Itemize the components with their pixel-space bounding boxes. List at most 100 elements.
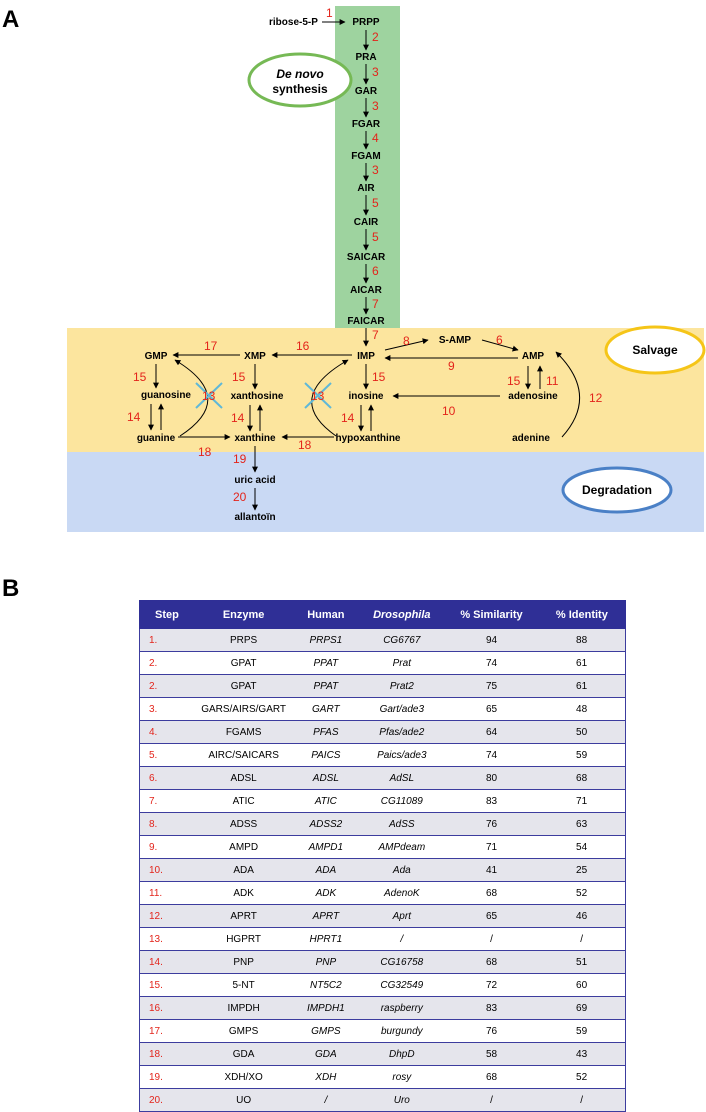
cell-human: PPAT (292, 651, 359, 675)
col-header-drosophila: Drosophila (358, 600, 446, 629)
metabolite-air: AIR (357, 183, 375, 194)
step-number: 17 (204, 339, 218, 353)
cell-step: 18. (139, 1042, 195, 1066)
metabolite-fgar: FGAR (352, 119, 381, 130)
cell-step: 19. (139, 1065, 195, 1089)
cell-step: 8. (139, 812, 195, 836)
cell-enzyme: GDA (194, 1042, 293, 1066)
metabolite-imp: IMP (357, 351, 375, 362)
cell-identity: 59 (538, 1019, 627, 1043)
cell-identity: 25 (538, 858, 627, 882)
col-header-identity: % Identity (537, 600, 627, 629)
blocked-step-13-hypoxanthine-cross (304, 382, 332, 409)
metabolite-ribose-5-p: ribose-5-P (269, 17, 318, 28)
cell-identity: 54 (538, 835, 627, 859)
metabolite-guanosine: guanosine (141, 390, 191, 401)
cell-drosophila: CG6767 (358, 628, 445, 652)
cell-drosophila: AdSL (358, 766, 445, 790)
cell-human: HPRT1 (292, 927, 359, 951)
cell-human: PRPS1 (292, 628, 359, 652)
salvage-ellipse (604, 325, 706, 375)
cell-human: IMPDH1 (292, 996, 359, 1020)
cell-similarity: 74 (444, 743, 539, 767)
cell-identity: 52 (538, 881, 627, 905)
cell-enzyme: XDH/XO (194, 1065, 293, 1089)
cell-drosophila: CG16758 (358, 950, 445, 974)
cell-identity: 48 (538, 697, 627, 721)
step-number: 13 (202, 389, 216, 403)
step-number: 13 (311, 389, 325, 403)
cell-drosophila: DhpD (358, 1042, 445, 1066)
cell-similarity: 76 (444, 1019, 539, 1043)
metabolite-uric-acid: uric acid (234, 475, 275, 486)
cell-human: GMPS (292, 1019, 359, 1043)
cell-step: 4. (139, 720, 195, 744)
cell-step: 10. (139, 858, 195, 882)
step-number: 1 (326, 6, 333, 20)
cell-human: APRT (292, 904, 359, 928)
step-number: 15 (372, 370, 386, 384)
cell-step: 12. (139, 904, 195, 928)
metabolite-s-amp: S-AMP (439, 335, 472, 346)
cell-enzyme: ADSL (194, 766, 293, 790)
metabolite-allantoin: allantoïn (234, 512, 275, 523)
de-novo-ellipse (247, 52, 353, 108)
metabolite-adenine: adenine (512, 433, 550, 444)
cell-drosophila: AMPdeam (358, 835, 445, 859)
de-novo-label-2: synthesis (272, 82, 328, 96)
cell-similarity: / (444, 927, 539, 951)
de-novo-label-1: De novo (276, 67, 323, 81)
step-number: 3 (372, 163, 379, 177)
cell-enzyme: ADSS (194, 812, 293, 836)
cell-drosophila: Ada (358, 858, 445, 882)
step-number: 15 (232, 370, 246, 384)
cell-enzyme: UO (194, 1088, 293, 1112)
cell-human: GART (292, 697, 359, 721)
cell-similarity: 41 (444, 858, 539, 882)
step-number: 3 (372, 65, 379, 79)
metabolite-saicar: SAICAR (347, 252, 386, 263)
panel-a-label: A (2, 6, 20, 33)
table-row: 20.UO/Uro// (139, 1088, 627, 1112)
cell-human: PAICS (292, 743, 359, 767)
cell-similarity: 83 (444, 996, 539, 1020)
step-number: 18 (198, 445, 212, 459)
step-number: 10 (442, 404, 456, 418)
cell-enzyme: AIRC/SAICARS (194, 743, 293, 767)
step-number: 15 (133, 370, 147, 384)
cell-step: 6. (139, 766, 195, 790)
cell-drosophila: Paics/ade3 (358, 743, 445, 767)
cell-human: PFAS (292, 720, 359, 744)
cell-drosophila: CG32549 (358, 973, 445, 997)
cell-drosophila: Uro (358, 1088, 445, 1112)
metabolite-xmp: XMP (244, 351, 266, 362)
table-header-row: Step Enzyme Human Drosophila % Similarit… (139, 600, 627, 629)
col-header-step: Step (139, 600, 195, 629)
step-number: 4 (372, 131, 379, 145)
cell-step: 2. (139, 651, 195, 675)
cell-enzyme: GARS/AIRS/GART (194, 697, 293, 721)
step-number: 9 (448, 359, 455, 373)
cell-drosophila: Prat2 (358, 674, 445, 698)
cell-step: 11. (139, 881, 195, 905)
cell-similarity: 68 (444, 950, 539, 974)
cell-enzyme: GPAT (194, 651, 293, 675)
cell-human: NT5C2 (292, 973, 359, 997)
cell-human: ADSL (292, 766, 359, 790)
step-number: 14 (341, 411, 355, 425)
metabolite-cair: CAIR (354, 217, 379, 228)
step-number: 6 (372, 264, 379, 278)
metabolite-hypoxanthine: hypoxanthine (335, 433, 400, 444)
cell-drosophila: Aprt (358, 904, 445, 928)
step-number: 5 (372, 196, 379, 210)
cell-similarity: 68 (444, 1065, 539, 1089)
